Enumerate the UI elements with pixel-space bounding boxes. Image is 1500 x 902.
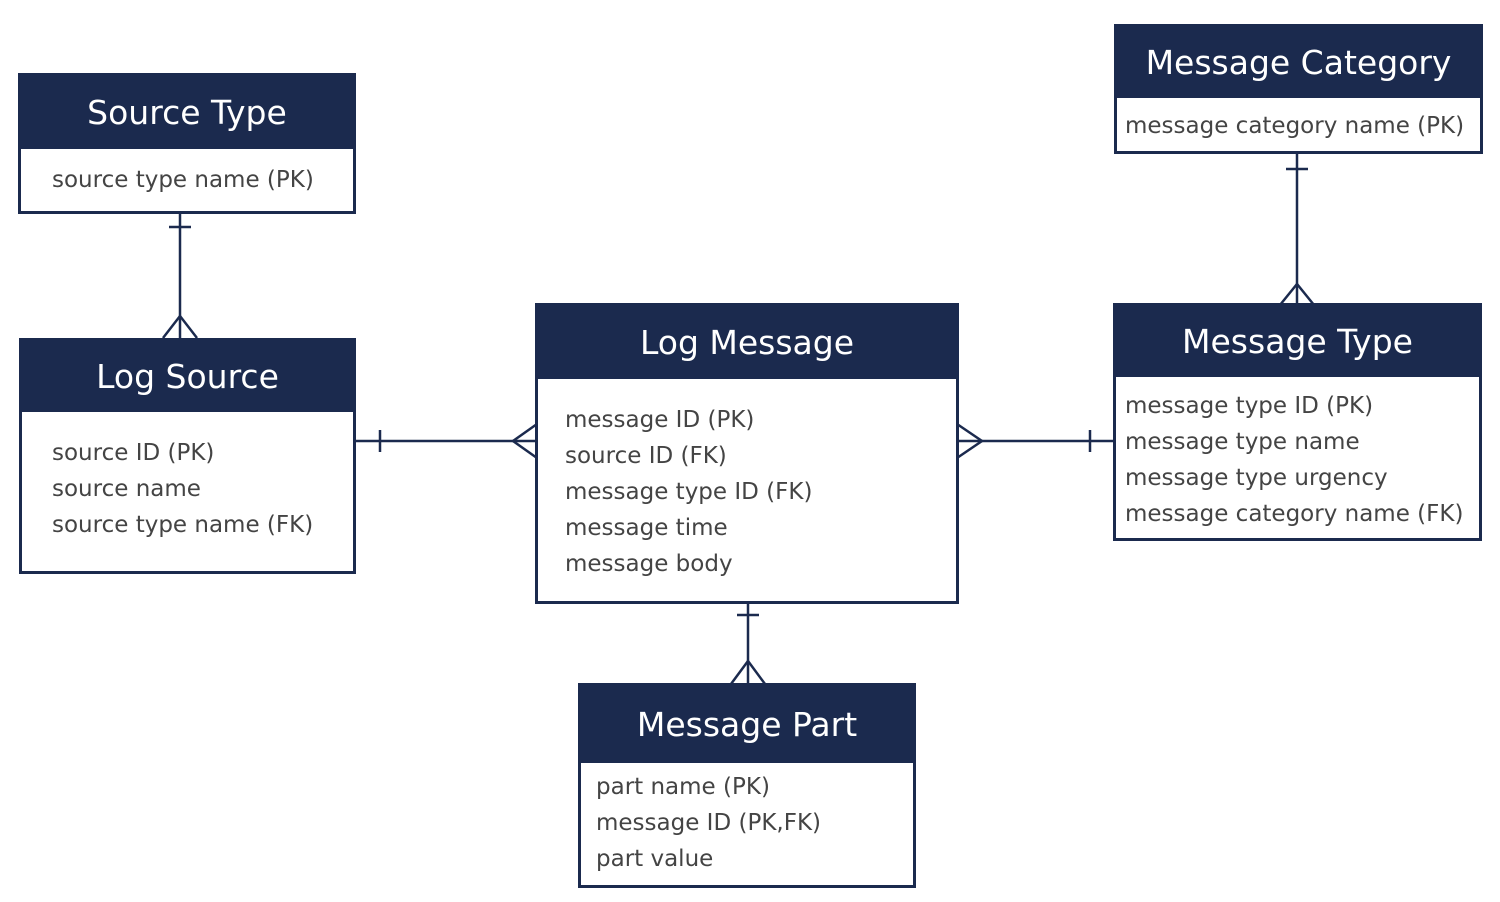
entity-field: source ID (PK) xyxy=(52,440,215,466)
entity-message-type[interactable]: Message Type message type ID (PK) messag… xyxy=(1113,303,1482,541)
entity-title: Message Part xyxy=(581,686,913,763)
entity-field: part value xyxy=(596,846,714,872)
entity-field: source type name (PK) xyxy=(52,167,314,193)
entity-title: Log Source xyxy=(22,341,353,412)
entity-field: message category name (FK) xyxy=(1125,501,1464,527)
entity-field-list: message category name (PK) xyxy=(1117,98,1480,144)
many-cardinality-crowfoot xyxy=(162,313,198,339)
entity-field: part name (PK) xyxy=(596,774,770,800)
entity-field-list: source type name (PK) xyxy=(21,149,353,198)
entity-title: Message Type xyxy=(1116,306,1479,377)
entity-field: source type name (FK) xyxy=(52,512,314,538)
many-cardinality-crowfoot xyxy=(729,658,767,685)
entity-title: Log Message xyxy=(538,306,956,379)
entity-title: Source Type xyxy=(21,76,353,149)
entity-field: message type urgency xyxy=(1125,465,1388,491)
entity-log-message[interactable]: Log Message message ID (PK) source ID (F… xyxy=(535,303,959,604)
entity-field-list: source ID (PK) source name source type n… xyxy=(22,412,353,543)
entity-message-part[interactable]: Message Part part name (PK) message ID (… xyxy=(578,683,916,888)
entity-field: source name xyxy=(52,476,201,502)
relationship-log-source-log-message xyxy=(356,422,538,460)
entity-field: message type ID (FK) xyxy=(565,479,813,505)
entity-source-type[interactable]: Source Type source type name (PK) xyxy=(18,73,356,214)
many-cardinality-crowfoot xyxy=(1279,282,1315,306)
entity-field: message body xyxy=(565,551,733,577)
relationship-source-type-log-source xyxy=(162,214,198,339)
entity-field: source ID (FK) xyxy=(565,443,727,469)
entity-field: message type ID (PK) xyxy=(1125,393,1374,419)
entity-log-source[interactable]: Log Source source ID (PK) source name so… xyxy=(19,338,356,574)
entity-message-category[interactable]: Message Category message category name (… xyxy=(1114,24,1483,154)
entity-field: message ID (PK) xyxy=(565,407,755,433)
entity-field: message type name xyxy=(1125,429,1360,455)
entity-field: message category name (PK) xyxy=(1125,113,1465,139)
relationship-message-type-log-message xyxy=(956,422,1114,460)
entity-field-list: message type ID (PK) message type name m… xyxy=(1116,377,1479,532)
entity-field: message time xyxy=(565,515,728,541)
many-cardinality-crowfoot xyxy=(956,422,985,460)
relationship-message-category-message-type xyxy=(1279,154,1315,306)
entity-field-list: part name (PK) message ID (PK,FK) part v… xyxy=(581,763,913,877)
many-cardinality-crowfoot xyxy=(510,422,538,460)
entity-field: message ID (PK,FK) xyxy=(596,810,822,836)
entity-title: Message Category xyxy=(1117,27,1480,98)
entity-field-list: message ID (PK) source ID (FK) message t… xyxy=(538,379,956,582)
relationship-log-message-message-part xyxy=(729,603,767,685)
